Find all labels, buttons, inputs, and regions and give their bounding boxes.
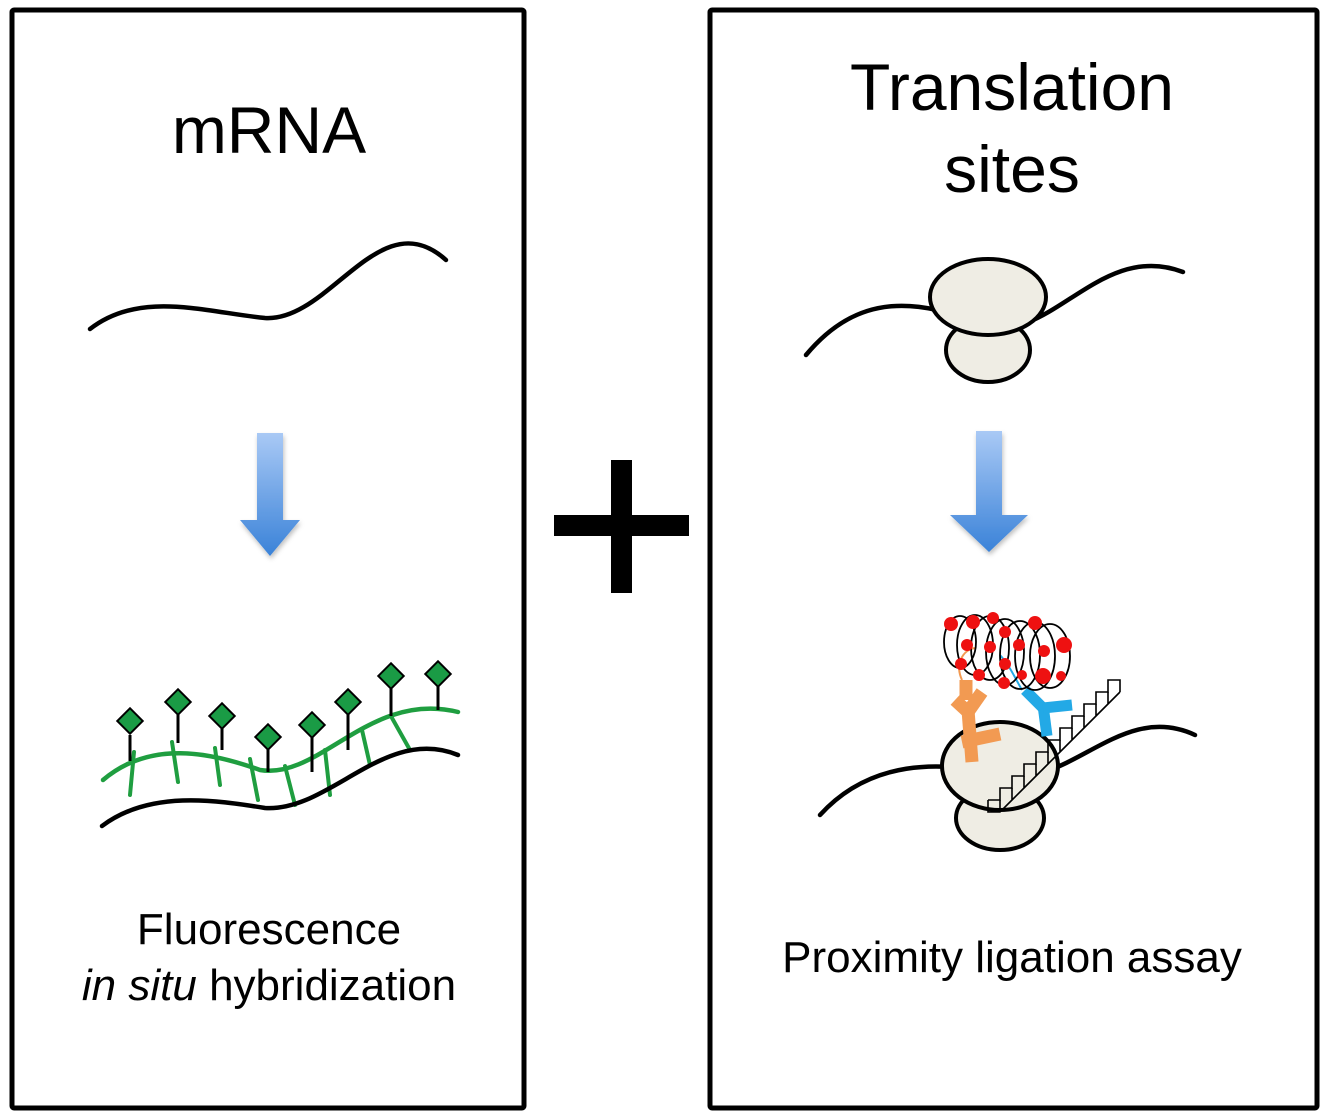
title-line-2: sites <box>944 132 1080 206</box>
caption-rest: hybridization <box>196 961 457 1010</box>
left-panel-frame <box>9 7 527 1111</box>
caption-line-1: Fluorescence <box>136 905 402 954</box>
caption-line-2: in situ hybridization <box>14 958 524 1014</box>
panel-title-mrna: mRNA <box>171 93 367 167</box>
pla-illustration <box>817 612 1198 852</box>
title-line-1: Translation <box>849 50 1175 124</box>
caption-italic: in situ <box>81 961 197 1010</box>
mrna-strand-top <box>87 241 449 332</box>
caption-fish: Fluorescence in situ hybridization <box>14 902 524 1014</box>
panel-title-translation-sites: Translation sites <box>712 46 1312 210</box>
ribosome-icon <box>928 257 1048 384</box>
right-panel-frame <box>707 7 1320 1111</box>
plus-icon <box>554 460 689 593</box>
down-arrow-icon <box>240 433 300 556</box>
fish-probe-illustration <box>99 659 461 829</box>
down-arrow-icon <box>950 431 1028 552</box>
caption-pla: Proximity ligation assay <box>782 933 1242 982</box>
